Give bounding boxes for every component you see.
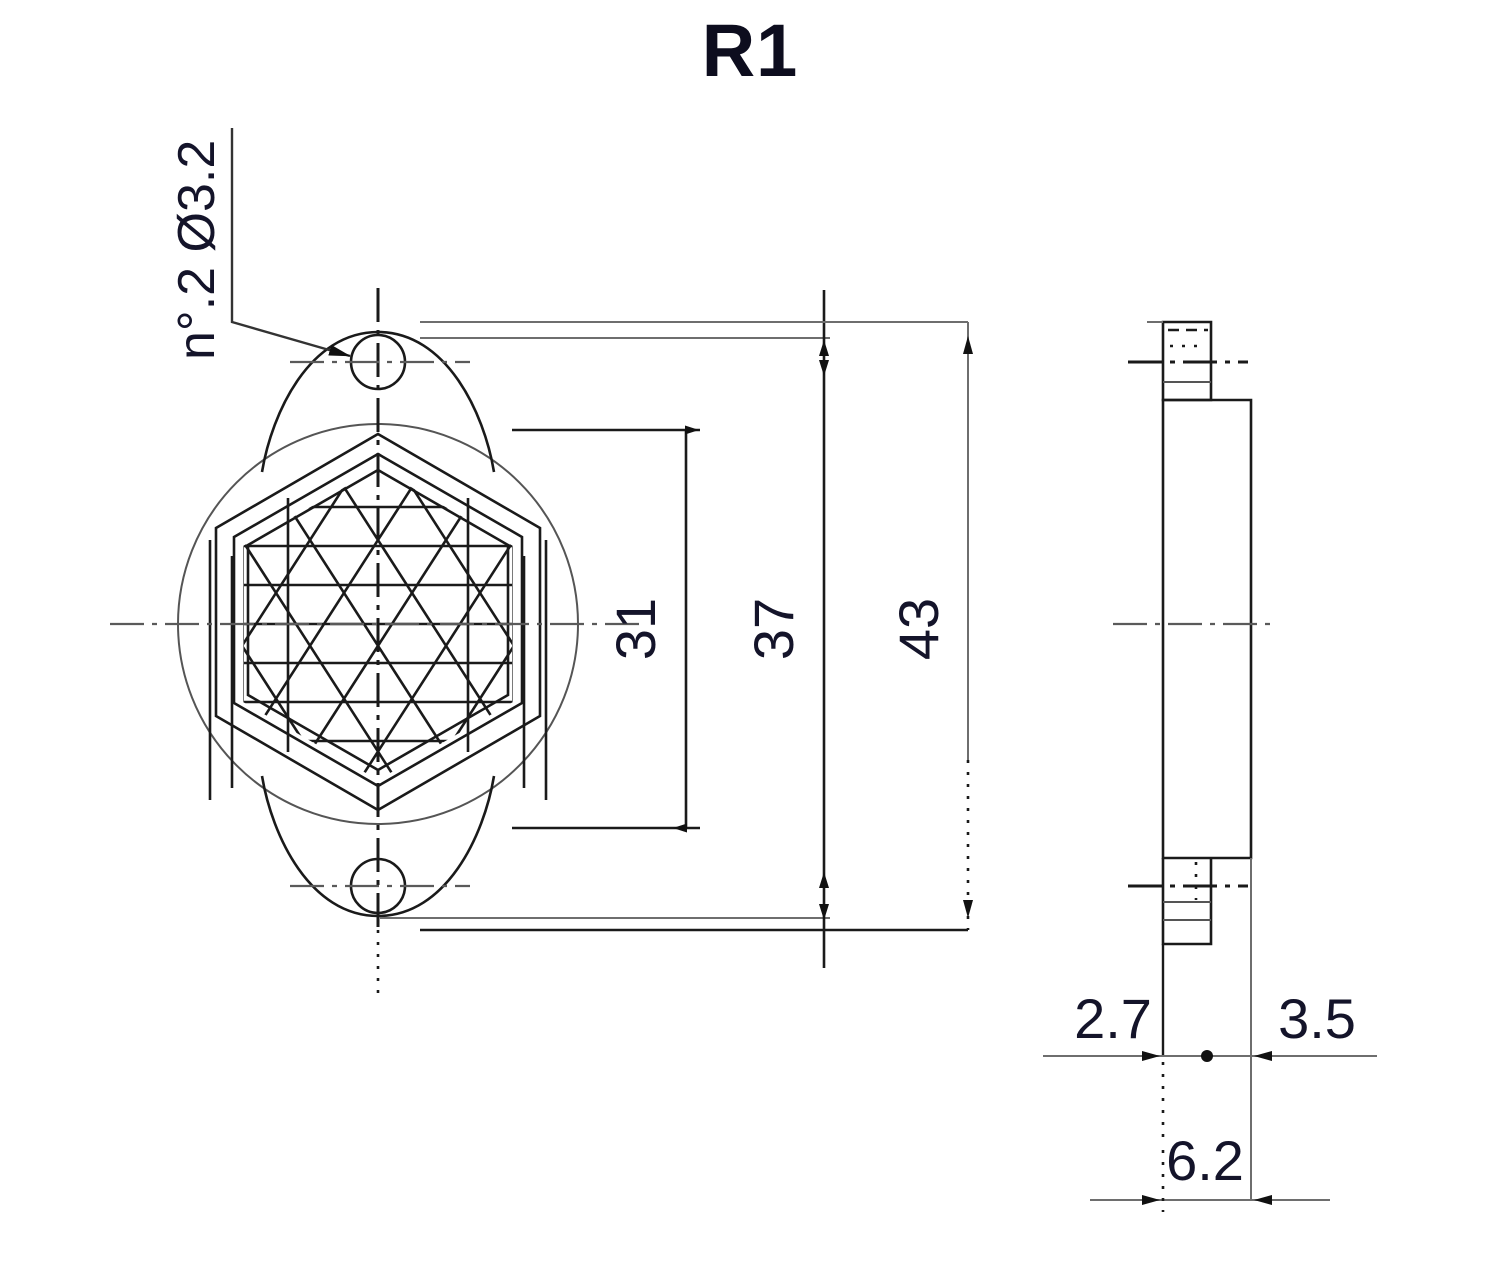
dim-43-value: 43 bbox=[887, 598, 950, 660]
dim-37-arrow-top-2 bbox=[819, 360, 829, 376]
dim-6-2-value: 6.2 bbox=[1166, 1129, 1244, 1192]
dim-thickness-center-dot bbox=[1201, 1050, 1213, 1062]
dim-43-arrow-bottom bbox=[963, 900, 973, 918]
dimension-2-7-and-3-5: 2.7 3.5 bbox=[1043, 987, 1377, 1140]
dim-6-2-arrow-right bbox=[1254, 1195, 1272, 1205]
hole-callout-label: n°.2 Ø3.2 bbox=[168, 140, 226, 360]
dimension-37: 37 bbox=[380, 290, 830, 968]
dim-37-arrow-bot bbox=[819, 904, 829, 920]
dimension-43: 43 bbox=[420, 321, 973, 932]
side-view bbox=[1113, 320, 1271, 1200]
dim-3-5-value: 3.5 bbox=[1278, 987, 1356, 1050]
dim-43-arrow-top bbox=[963, 336, 973, 354]
dim-37-arrow-top bbox=[819, 340, 829, 356]
dimension-6-2: 6.2 bbox=[1090, 1129, 1330, 1212]
dimension-31: 31 bbox=[512, 425, 700, 833]
hole-callout-group: n°.2 Ø3.2 bbox=[168, 128, 351, 360]
dim-37-arrow-bot-2 bbox=[819, 872, 829, 888]
dim-2-7-value: 2.7 bbox=[1074, 987, 1152, 1050]
dim-37-value: 37 bbox=[742, 598, 805, 660]
front-view bbox=[110, 288, 640, 1000]
dim-31-value: 31 bbox=[604, 598, 667, 660]
side-body-outline bbox=[1161, 398, 1253, 860]
dim-6-2-arrow-left bbox=[1142, 1195, 1160, 1205]
dim-3-5-arrow bbox=[1254, 1051, 1272, 1061]
hole-callout-leader bbox=[230, 128, 351, 358]
dim-2-7-arrow bbox=[1142, 1051, 1160, 1061]
page-title: R1 bbox=[702, 9, 799, 92]
